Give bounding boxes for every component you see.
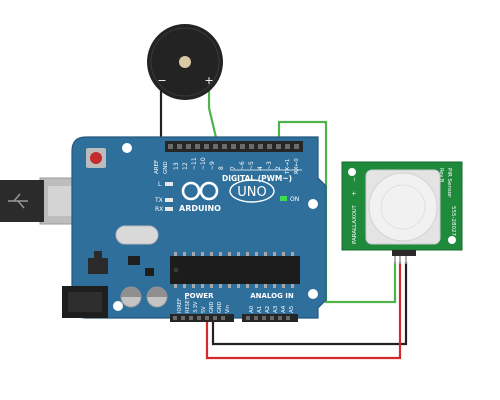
crystal-oscillator: [115, 225, 159, 245]
pin-label-11: ~11: [191, 157, 198, 170]
pin-label-4: 4: [257, 166, 264, 170]
pir-mount-hole-2: [448, 236, 456, 244]
mount-hole-3: [308, 289, 318, 299]
pin-label-5: ~5: [248, 161, 255, 170]
pir-brand-label: PARALLAX: [352, 216, 358, 244]
power-pin-labels: IOREF RESET 3.3V 5V GND GND Vin: [177, 296, 231, 313]
analog-pin-label-a1: A1: [257, 306, 263, 313]
voltage-regulator: [88, 258, 108, 274]
small-ic-2: [145, 268, 154, 276]
pir-part-label: 555-28027: [450, 206, 456, 236]
piezo-buzzer[interactable]: − +: [147, 24, 223, 100]
analog-header-pins: [246, 316, 290, 320]
analog-pin-label-a4: A4: [281, 305, 287, 313]
analog-pin-label-a2: A2: [265, 306, 271, 313]
pir-pin-label-plus: +: [351, 191, 358, 196]
power-header-label: POWER: [185, 292, 215, 300]
power-header-pins: [173, 316, 225, 320]
digital-pin-labels: AREF GND 13 12 ~11 ~10 ~9 8 7 ~6 ~5 4 ~3…: [154, 157, 300, 175]
chip-notch: [173, 267, 179, 273]
pin-label-8: 8: [218, 166, 225, 170]
pir-title-label: PIR Sensor: [446, 168, 452, 198]
power-pin-label-3v3: 3.3V: [193, 301, 199, 313]
pin-label-7: 7: [230, 166, 237, 170]
pin-label-gnd: GND: [163, 161, 169, 174]
pir-lens-dome: [368, 172, 438, 242]
power-pin-label-gnd1: GND: [209, 301, 215, 313]
led-rx: [165, 207, 173, 211]
pir-ground-wire[interactable]: [211, 262, 408, 346]
capacitor-2-top: [147, 287, 167, 297]
pir-sensor[interactable]: PARALLAX − + OUT PIR Sensor Rev B 555-28…: [341, 161, 463, 264]
pin-label-aref: AREF: [154, 160, 160, 174]
pir-mount-hole-1: [348, 168, 356, 176]
led-tx: [165, 198, 173, 202]
barrel-jack-face: [68, 292, 102, 312]
mount-hole-1: [122, 143, 132, 153]
buzzer-rim: [150, 27, 220, 97]
reset-button-cap[interactable]: [90, 152, 102, 164]
digital-header-pins: [168, 144, 299, 149]
buzzer-plus-wire[interactable]: [207, 84, 221, 151]
pir-power-wire[interactable]: [205, 262, 402, 360]
pir-header-pins: [394, 256, 407, 264]
analog-header-label: ANALOG IN: [250, 292, 294, 300]
power-header: [170, 314, 234, 322]
pir-rev-label: Rev B: [438, 168, 444, 183]
analog-pin-label-a0: A0: [249, 305, 255, 313]
chip-pins-top: [174, 252, 294, 256]
small-ic-1: [128, 256, 140, 265]
voltage-regulator-tab: [94, 251, 102, 258]
led-l-label: L: [158, 181, 162, 188]
pir-pin-header: [392, 250, 416, 256]
pir-pin-label-minus: −: [351, 177, 358, 182]
led-rx-label: RX: [155, 206, 163, 213]
pin-label-2: 2: [275, 166, 282, 170]
dc-barrel-jack[interactable]: [62, 286, 108, 318]
arduino-uno-board[interactable]: AREF GND 13 12 ~11 ~10 ~9 8 7 ~6 ~5 4 ~3…: [71, 136, 327, 322]
buzzer-plus-label: +: [204, 74, 213, 87]
led-l: [165, 182, 173, 186]
analog-pin-labels: A0 A1 A2 A3 A4 A5: [249, 305, 295, 313]
microcontroller-chip: [170, 256, 300, 284]
analog-pin-label-a5: A5: [289, 305, 295, 313]
uno-badge: [229, 179, 275, 203]
digital-header-label: DIGITAL (PWM~): [222, 174, 292, 183]
analog-pin-label-a3: A3: [273, 305, 279, 313]
capacitor-1-top: [121, 287, 141, 297]
buzzer-center: [179, 56, 191, 68]
mount-hole-2: [308, 199, 318, 209]
power-led: [280, 196, 287, 201]
model-label: UNO: [237, 185, 266, 200]
chip-pins-bottom: [174, 284, 294, 288]
power-pin-label-ioref: IOREF: [177, 298, 183, 313]
pin-label-3: ~3: [266, 161, 273, 170]
led-tx-label: TX: [154, 197, 163, 204]
arduino-logo-icon: [181, 181, 219, 201]
pin-label-13: 13: [173, 162, 180, 170]
usb-icon: [8, 193, 28, 209]
pir-lens-ring: [380, 184, 426, 230]
buzzer-minus-label: −: [157, 74, 166, 87]
brand-label: ARDUINO: [179, 204, 221, 213]
pin-label-0: RX←0: [294, 158, 300, 174]
pin-label-1: TX→1: [285, 159, 291, 175]
pin-label-12: 12: [182, 162, 189, 170]
pin-label-6: ~6: [239, 161, 246, 170]
mount-hole-4: [113, 301, 123, 311]
power-pin-label-5v: 5V: [201, 306, 207, 313]
power-pin-label-vin: Vin: [225, 305, 231, 313]
pir-pin-label-out: OUT: [352, 204, 358, 216]
pin-label-10: ~10: [200, 157, 207, 170]
power-pin-label-gnd2: GND: [217, 301, 223, 313]
power-led-label: ON: [290, 196, 299, 203]
power-pin-label-reset: RESET: [185, 296, 191, 313]
pin-label-9: ~9: [209, 161, 216, 170]
